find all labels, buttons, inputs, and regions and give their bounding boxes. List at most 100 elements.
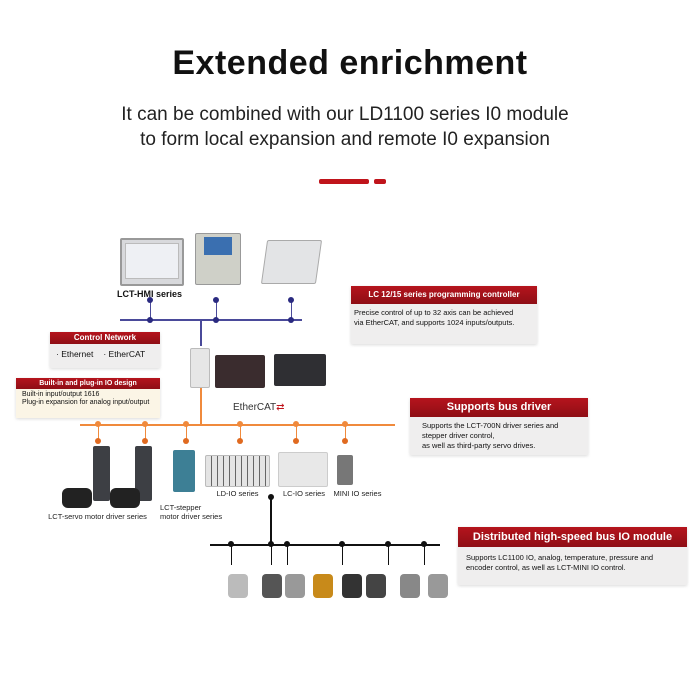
bus-drop — [424, 545, 425, 565]
bus-drop — [98, 425, 99, 442]
page-title: Extended enrichment — [172, 44, 528, 82]
bus-node — [95, 421, 101, 427]
divider-bar-small — [374, 179, 386, 184]
bus-driver-line: as well as third-party servo drives. — [422, 441, 536, 450]
distributed-line: encoder control, as well as LCT-MINI IO … — [466, 563, 626, 572]
pc-terminal-image — [260, 240, 323, 284]
sensor-image — [228, 574, 248, 598]
bus-node — [342, 421, 348, 427]
distributed-io-header: Distributed high-speed bus IO module — [458, 527, 687, 547]
bus-node — [268, 541, 274, 547]
bus-drop — [150, 300, 151, 320]
bus-node — [237, 438, 243, 444]
distributed-io-box: Distributed high-speed bus IO module Sup… — [458, 527, 687, 585]
bus-drop — [345, 425, 346, 442]
bus-node — [147, 297, 153, 303]
industrial-pc-image — [195, 233, 241, 285]
bus-drop — [287, 545, 288, 565]
bus-drop — [231, 545, 232, 565]
servo-label: LCT-servo motor driver series — [48, 512, 147, 521]
io-design-line: Built-in input/output 1616 — [22, 391, 100, 398]
stepper-label-line: motor driver series — [160, 512, 223, 521]
bus-node — [339, 541, 345, 547]
sensor-image — [366, 574, 386, 598]
stepper-driver-image — [173, 450, 195, 492]
control-network-bus — [120, 319, 302, 321]
controller-image — [215, 355, 265, 388]
bus-drop — [240, 425, 241, 442]
servo-driver-image — [93, 446, 110, 501]
sensor-image — [285, 574, 305, 598]
hmi-panel-image — [120, 238, 184, 286]
servo-driver-image — [135, 446, 152, 501]
bus-drop — [342, 545, 343, 565]
bus-drop — [216, 300, 217, 320]
bus-drop — [200, 320, 202, 346]
control-network-header: Control Network — [50, 332, 160, 344]
stepper-label-line: LCT-stepper — [160, 503, 202, 512]
bus-node — [293, 421, 299, 427]
controller-info-box: LC 12/15 series programming controller P… — [351, 286, 537, 344]
bus-node — [147, 317, 153, 323]
bus-node — [213, 317, 219, 323]
lc-io-label: LC-IO series — [282, 489, 326, 498]
ld-io-image — [205, 455, 270, 487]
bus-node — [385, 541, 391, 547]
sensor-image — [342, 574, 362, 598]
bus-node — [183, 438, 189, 444]
bus-drop — [271, 545, 272, 565]
bus-node — [237, 421, 243, 427]
bus-node — [213, 297, 219, 303]
bus-node — [284, 541, 290, 547]
control-network-box: Control Network · Ethernet · EtherCAT — [50, 332, 160, 368]
bus-node — [95, 438, 101, 444]
io-bus-link — [270, 497, 272, 545]
lc-io-image — [278, 452, 328, 487]
bus-node — [142, 438, 148, 444]
servo-motor-image — [110, 488, 140, 508]
sensor-image — [428, 574, 448, 598]
controller-line: Precise control of up to 32 axis can be … — [354, 308, 514, 317]
distributed-line: Supports LC1100 IO, analog, temperature,… — [466, 553, 654, 562]
mini-io-image — [337, 455, 353, 485]
io-bus — [210, 544, 440, 546]
bus-driver-line: stepper driver control, — [422, 431, 495, 440]
controller-image — [190, 348, 210, 388]
ethercat-logo-text: EtherCAT — [233, 402, 277, 413]
sensor-image — [262, 574, 282, 598]
bus-drop — [291, 300, 292, 320]
mini-io-label: MINI IO series — [333, 489, 382, 498]
subtitle-line-2: to form local expansion and remote I0 ex… — [140, 129, 550, 150]
ethercat-logo: EtherCAT⇄ — [233, 402, 285, 413]
bus-drop — [296, 425, 297, 442]
controller-line: via EtherCAT, and supports 1024 inputs/o… — [354, 318, 515, 327]
ethercat-link — [200, 388, 202, 425]
divider-bar — [319, 179, 369, 184]
ethercat-arrow-icon: ⇄ — [276, 402, 285, 413]
bus-node — [228, 541, 234, 547]
bus-driver-line: Supports the LCT-700N driver series and — [422, 421, 559, 430]
network-item-ethernet: · Ethernet — [56, 349, 94, 359]
bus-node — [421, 541, 427, 547]
network-item-ethercat: · EtherCAT — [103, 349, 146, 359]
servo-motor-image — [62, 488, 92, 508]
bus-node — [183, 421, 189, 427]
controller-header: LC 12/15 series programming controller — [351, 286, 537, 304]
bus-node — [288, 317, 294, 323]
io-design-box: Built-in and plug-in IO design Built-in … — [16, 378, 160, 418]
ld-io-label: LD-IO series — [216, 489, 259, 498]
bus-driver-header: Supports bus driver — [410, 398, 588, 417]
bus-node — [342, 438, 348, 444]
hmi-label: LCT-HMI series — [117, 289, 183, 299]
io-design-line: Plug-in expansion for analog input/outpu… — [22, 399, 150, 406]
bus-drop — [388, 545, 389, 565]
subtitle-line-1: It can be combined with our LD1100 serie… — [121, 104, 569, 125]
bus-drop — [186, 425, 187, 442]
bus-drop — [145, 425, 146, 442]
bus-node — [293, 438, 299, 444]
io-design-header: Built-in and plug-in IO design — [16, 378, 160, 389]
bus-driver-box: Supports bus driver Supports the LCT-700… — [410, 398, 588, 455]
sensor-image — [313, 574, 333, 598]
bus-node — [142, 421, 148, 427]
